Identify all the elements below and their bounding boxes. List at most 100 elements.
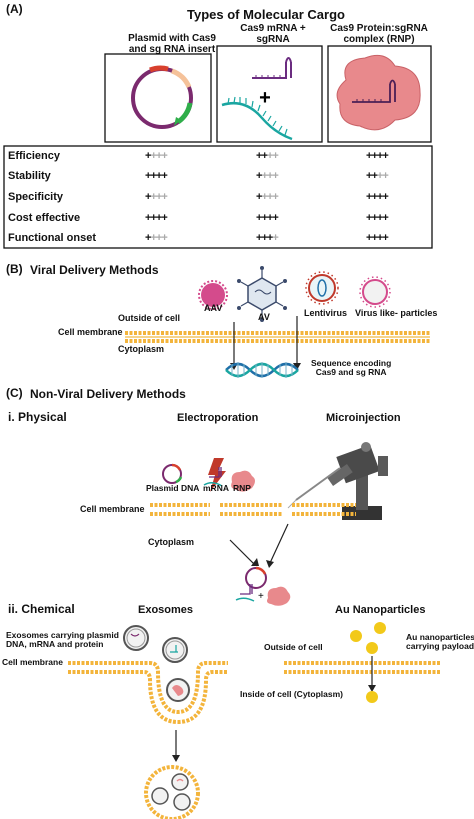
plus-mark-empty: + (382, 170, 389, 182)
row-label-specificity: Specificity (8, 191, 64, 203)
exosomes-label: Exosomes (138, 604, 194, 616)
plus-mark-empty: + (161, 150, 168, 162)
plasmid-box (104, 53, 212, 143)
plus-mark-filled: + (150, 170, 157, 182)
cytoplasm-label-b: Cytoplasm (118, 344, 165, 354)
plus-mark-empty: + (150, 232, 157, 244)
electroporation-label: Electroporation (177, 412, 259, 424)
row-label-stability: Stability (8, 170, 51, 182)
plus-mark-filled: + (371, 212, 378, 224)
plus-mark-empty: + (161, 191, 168, 203)
membrane-label-c: Cell membrane (80, 504, 145, 514)
plus-mark-filled: + (371, 170, 378, 182)
exosome-desc: Exosomes carrying plasmid DNA, mRNA and … (6, 630, 119, 650)
plus-mark-empty: + (155, 150, 163, 162)
plus-mark-filled: + (161, 170, 168, 182)
plus-mark-filled: + (145, 170, 152, 182)
plus-mark-filled: + (366, 170, 373, 182)
plasmid-dna-label: Plasmid DNA (146, 483, 200, 493)
aav-icon (198, 280, 228, 310)
membrane-c-chemical (68, 661, 228, 725)
endosome-icon (144, 765, 200, 819)
plasmid-small-icon (162, 463, 183, 484)
plus-mark-empty: + (261, 191, 268, 203)
plus-mark-filled: + (145, 212, 152, 224)
score-cell: ++++ (256, 170, 279, 182)
plus-mark-filled: + (366, 150, 373, 162)
plus-mark-filled: + (382, 191, 389, 203)
virus-label-lentivirus: Lentivirus (304, 308, 348, 318)
plus-mark-filled: + (371, 150, 378, 162)
microinjection-device-icon (287, 442, 388, 520)
au-particles-icon (350, 622, 386, 654)
score-cell: ++++ (145, 170, 168, 182)
score-cell: ++++ (145, 212, 168, 224)
plus-mark-filled: + (382, 212, 389, 224)
plus-mark-filled: + (261, 150, 268, 162)
score-table-frame (3, 145, 433, 249)
section-c-title: Non-Viral Delivery Methods (30, 387, 186, 401)
section-b-label: (B) (6, 262, 23, 276)
membrane-label-chem: Cell membrane (2, 657, 63, 667)
plus-mark-filled: + (145, 150, 152, 162)
plus-mark-filled: + (155, 170, 163, 182)
plus-mark-filled: + (366, 191, 373, 203)
col-header-rnp: Cas9 Protein:sgRNA complex (RNP) (330, 23, 428, 45)
plus-mark-filled: + (382, 232, 389, 244)
virus-label-av: AV (258, 312, 270, 322)
col-header-mrna: Cas9 mRNA + sgRNA (240, 23, 306, 45)
score-cell: ++++ (256, 212, 279, 224)
score-cell: ++++ (145, 232, 168, 244)
au-label: Au Nanoparticles (335, 604, 426, 616)
plus-mark-empty: + (266, 191, 274, 203)
plus-mark-empty: + (155, 232, 163, 244)
rnp-box (327, 45, 432, 143)
plus-mark-filled: + (261, 232, 268, 244)
plus-mark-filled: + (366, 232, 373, 244)
mrna-icon: + (221, 57, 293, 141)
membrane-b (125, 331, 430, 343)
plus-mark-filled: + (272, 212, 279, 224)
au-desc: Au nanoparticles carrying payload (406, 632, 474, 652)
plus-mark-empty: + (376, 170, 384, 182)
membrane-label-b: Cell membrane (58, 327, 123, 337)
section-c-label: (C) (6, 386, 23, 400)
section-b-title: Viral Delivery Methods (30, 263, 159, 277)
plus-mark-empty: + (161, 232, 168, 244)
col-header-plasmid: Plasmid with Cas9 and sg RNA insert (128, 33, 216, 55)
av-icon (237, 266, 287, 322)
plus-mark-empty: + (266, 170, 274, 182)
plus-mark-filled: + (376, 232, 384, 244)
score-cell: ++++ (366, 150, 389, 162)
score-cell: ++++ (366, 170, 389, 182)
score-cell: ++++ (145, 150, 168, 162)
score-cell: ++++ (366, 212, 389, 224)
outside-cell-label-b: Outside of cell (118, 313, 181, 323)
cytoplasm-label-c: Cytoplasm (148, 537, 195, 547)
plus-mark-filled: + (161, 212, 168, 224)
plus-mark-empty: + (272, 150, 279, 162)
membrane-c-physical (150, 503, 356, 516)
plus-mark-filled: + (376, 150, 384, 162)
virus-label-vlp: Virus like- particles (355, 308, 438, 318)
plus-mark-filled: + (382, 150, 389, 162)
plus-mark-filled: + (256, 191, 263, 203)
outside-cell-label-c: Outside of cell (264, 642, 323, 652)
mrna-small-icon (203, 467, 223, 487)
dna-helix-icon (225, 362, 299, 378)
plus-mark-filled: + (371, 232, 378, 244)
microinjection-label: Microinjection (326, 412, 401, 424)
mrna-label: mRNA (203, 483, 229, 493)
physical-label: i. Physical (8, 410, 67, 424)
membrane-c-au (284, 661, 440, 674)
rnp-icon (336, 54, 421, 131)
plus-mark-filled: + (266, 232, 274, 244)
vlp-icon (359, 276, 391, 308)
plus-mark-filled: + (150, 212, 157, 224)
score-cell: ++++ (145, 191, 168, 203)
row-label-onset: Functional onset (8, 232, 96, 244)
svg-text:+: + (259, 87, 271, 109)
plus-mark-filled: + (256, 170, 263, 182)
